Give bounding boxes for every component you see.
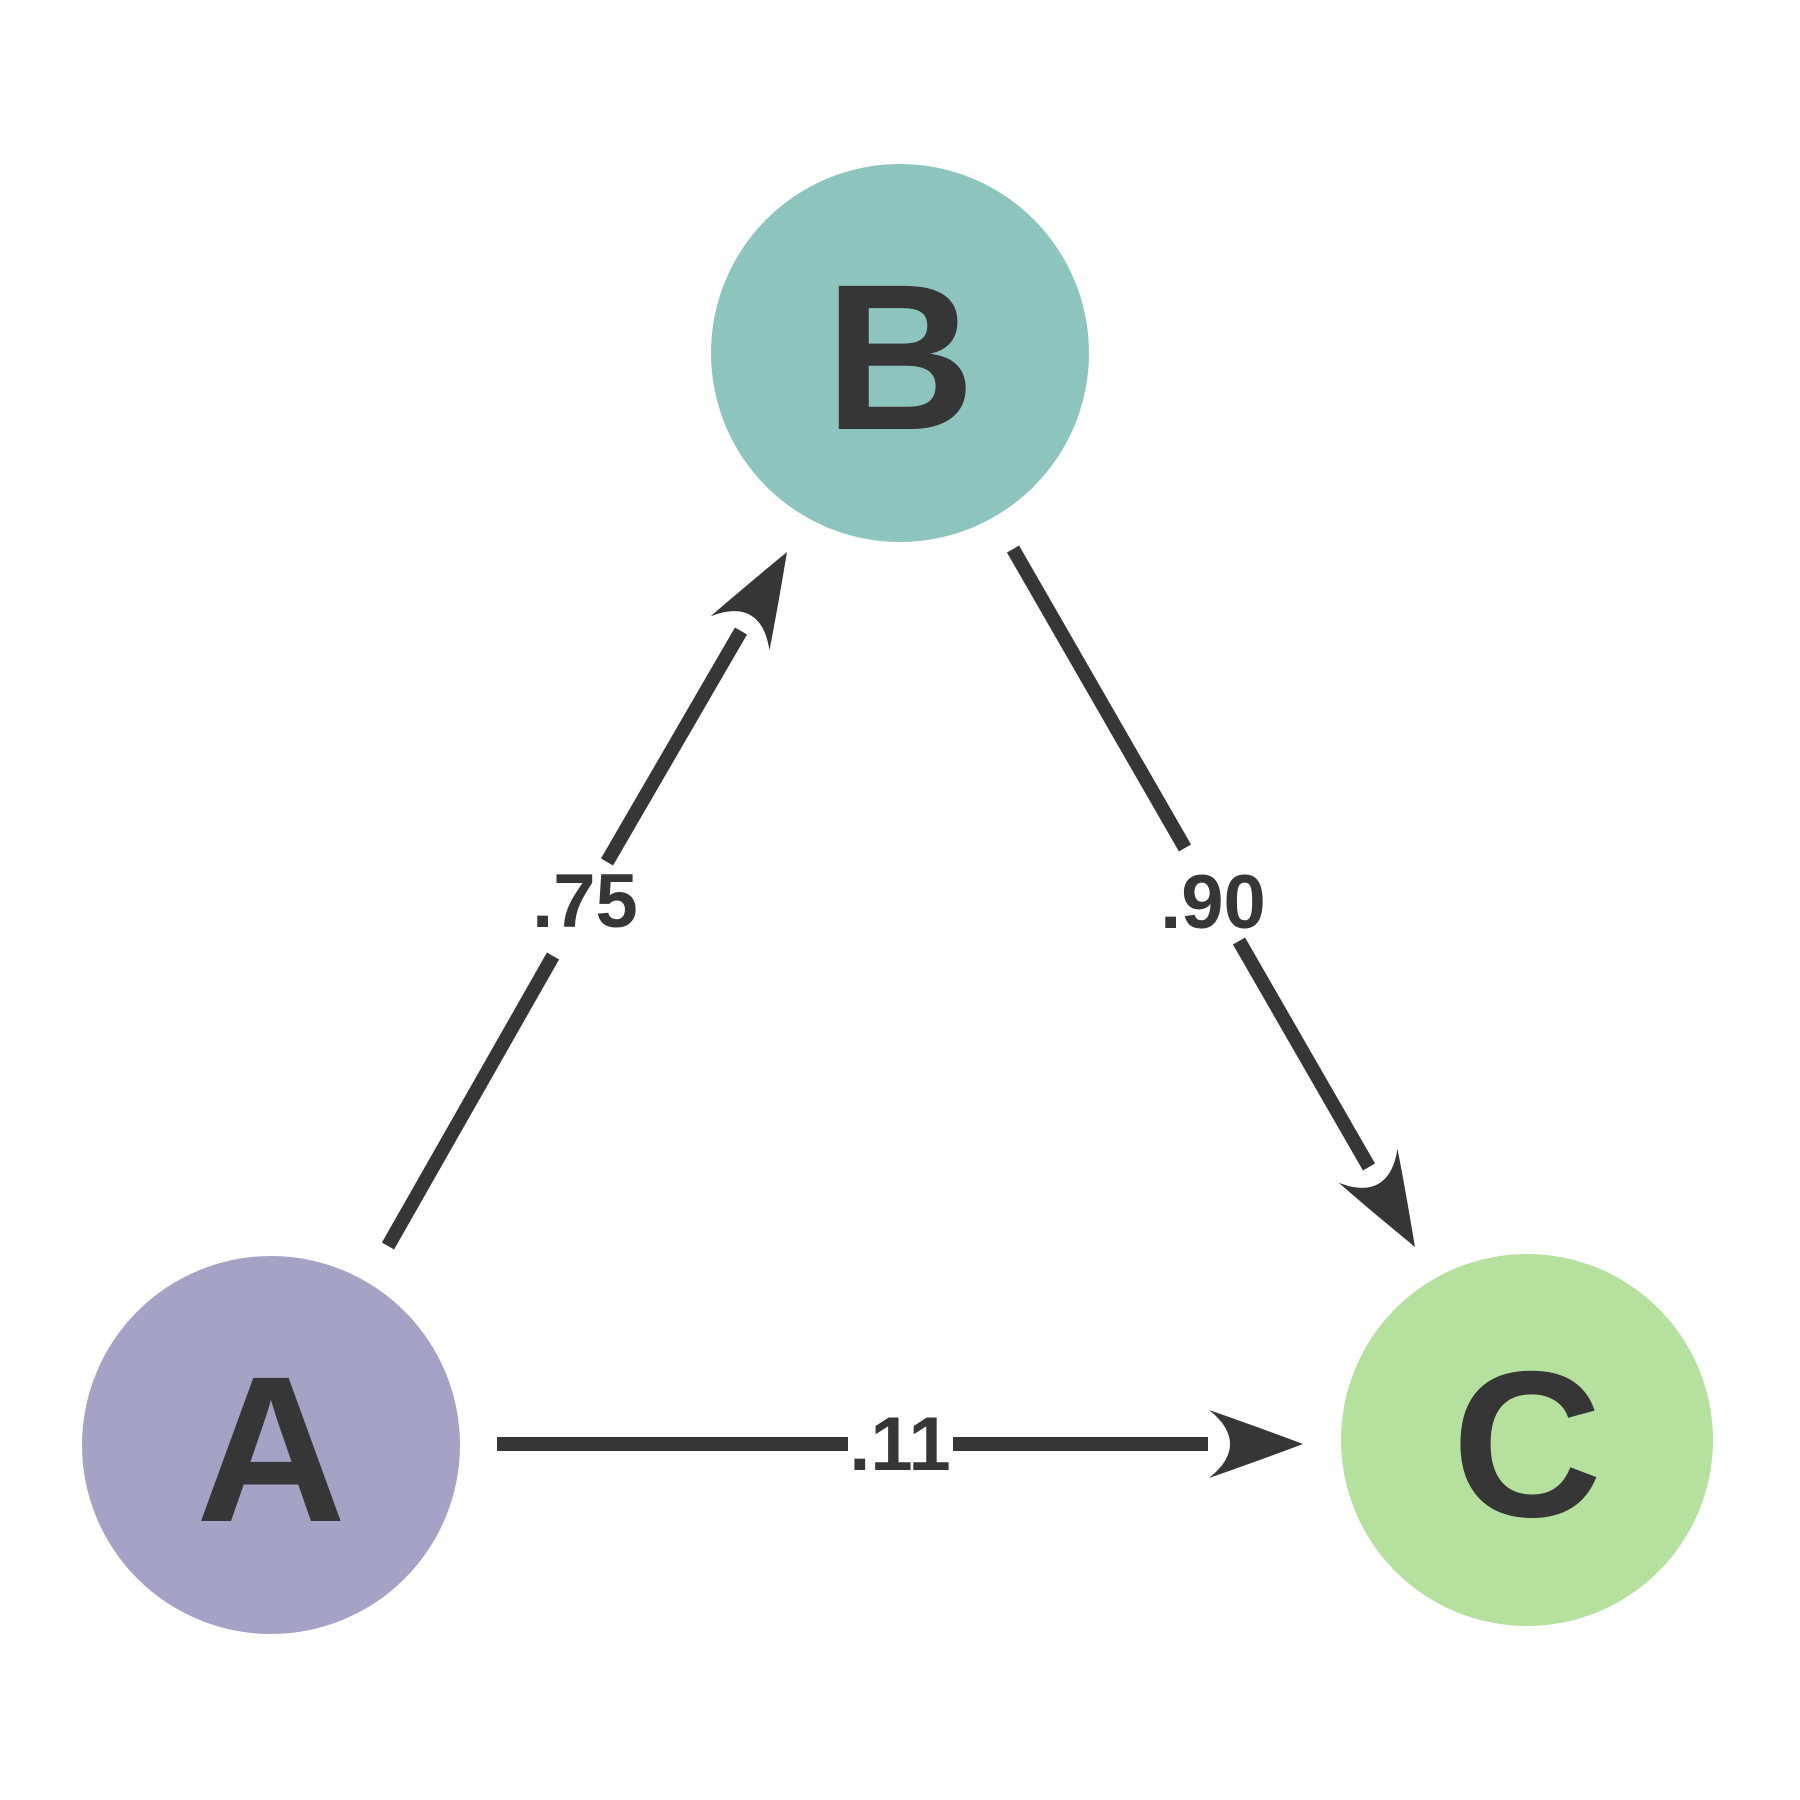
edge-a-b: .75 bbox=[381, 552, 787, 1250]
edge-a-b-segment-upper bbox=[600, 627, 748, 866]
node-a: A bbox=[82, 1256, 460, 1634]
edge-a-b-weight-label: .75 bbox=[532, 859, 638, 944]
edge-a-c: .11 bbox=[497, 1402, 1303, 1487]
node-c-circle bbox=[1341, 1254, 1713, 1626]
node-a-label: A bbox=[196, 1334, 346, 1566]
edge-b-c-segment-lower bbox=[1232, 937, 1376, 1171]
node-b: B bbox=[711, 164, 1089, 542]
edge-a-c-arrowhead-icon bbox=[1209, 1410, 1303, 1478]
edge-a-b-segment-lower bbox=[381, 952, 560, 1250]
node-a-circle bbox=[82, 1256, 460, 1634]
edge-a-b-arrowhead-icon bbox=[710, 552, 787, 651]
node-c-label: C bbox=[1452, 1329, 1602, 1561]
edge-a-c-weight-label: .11 bbox=[849, 1402, 950, 1487]
edge-b-c-arrowhead-icon bbox=[1338, 1148, 1415, 1247]
node-b-circle bbox=[711, 164, 1089, 542]
node-b-label: B bbox=[825, 242, 975, 474]
edge-b-c-segment-upper bbox=[1006, 545, 1192, 852]
node-c: C bbox=[1341, 1254, 1713, 1626]
edge-b-c: .90 bbox=[1006, 545, 1415, 1247]
edge-b-c-weight-label: .90 bbox=[1160, 860, 1266, 945]
